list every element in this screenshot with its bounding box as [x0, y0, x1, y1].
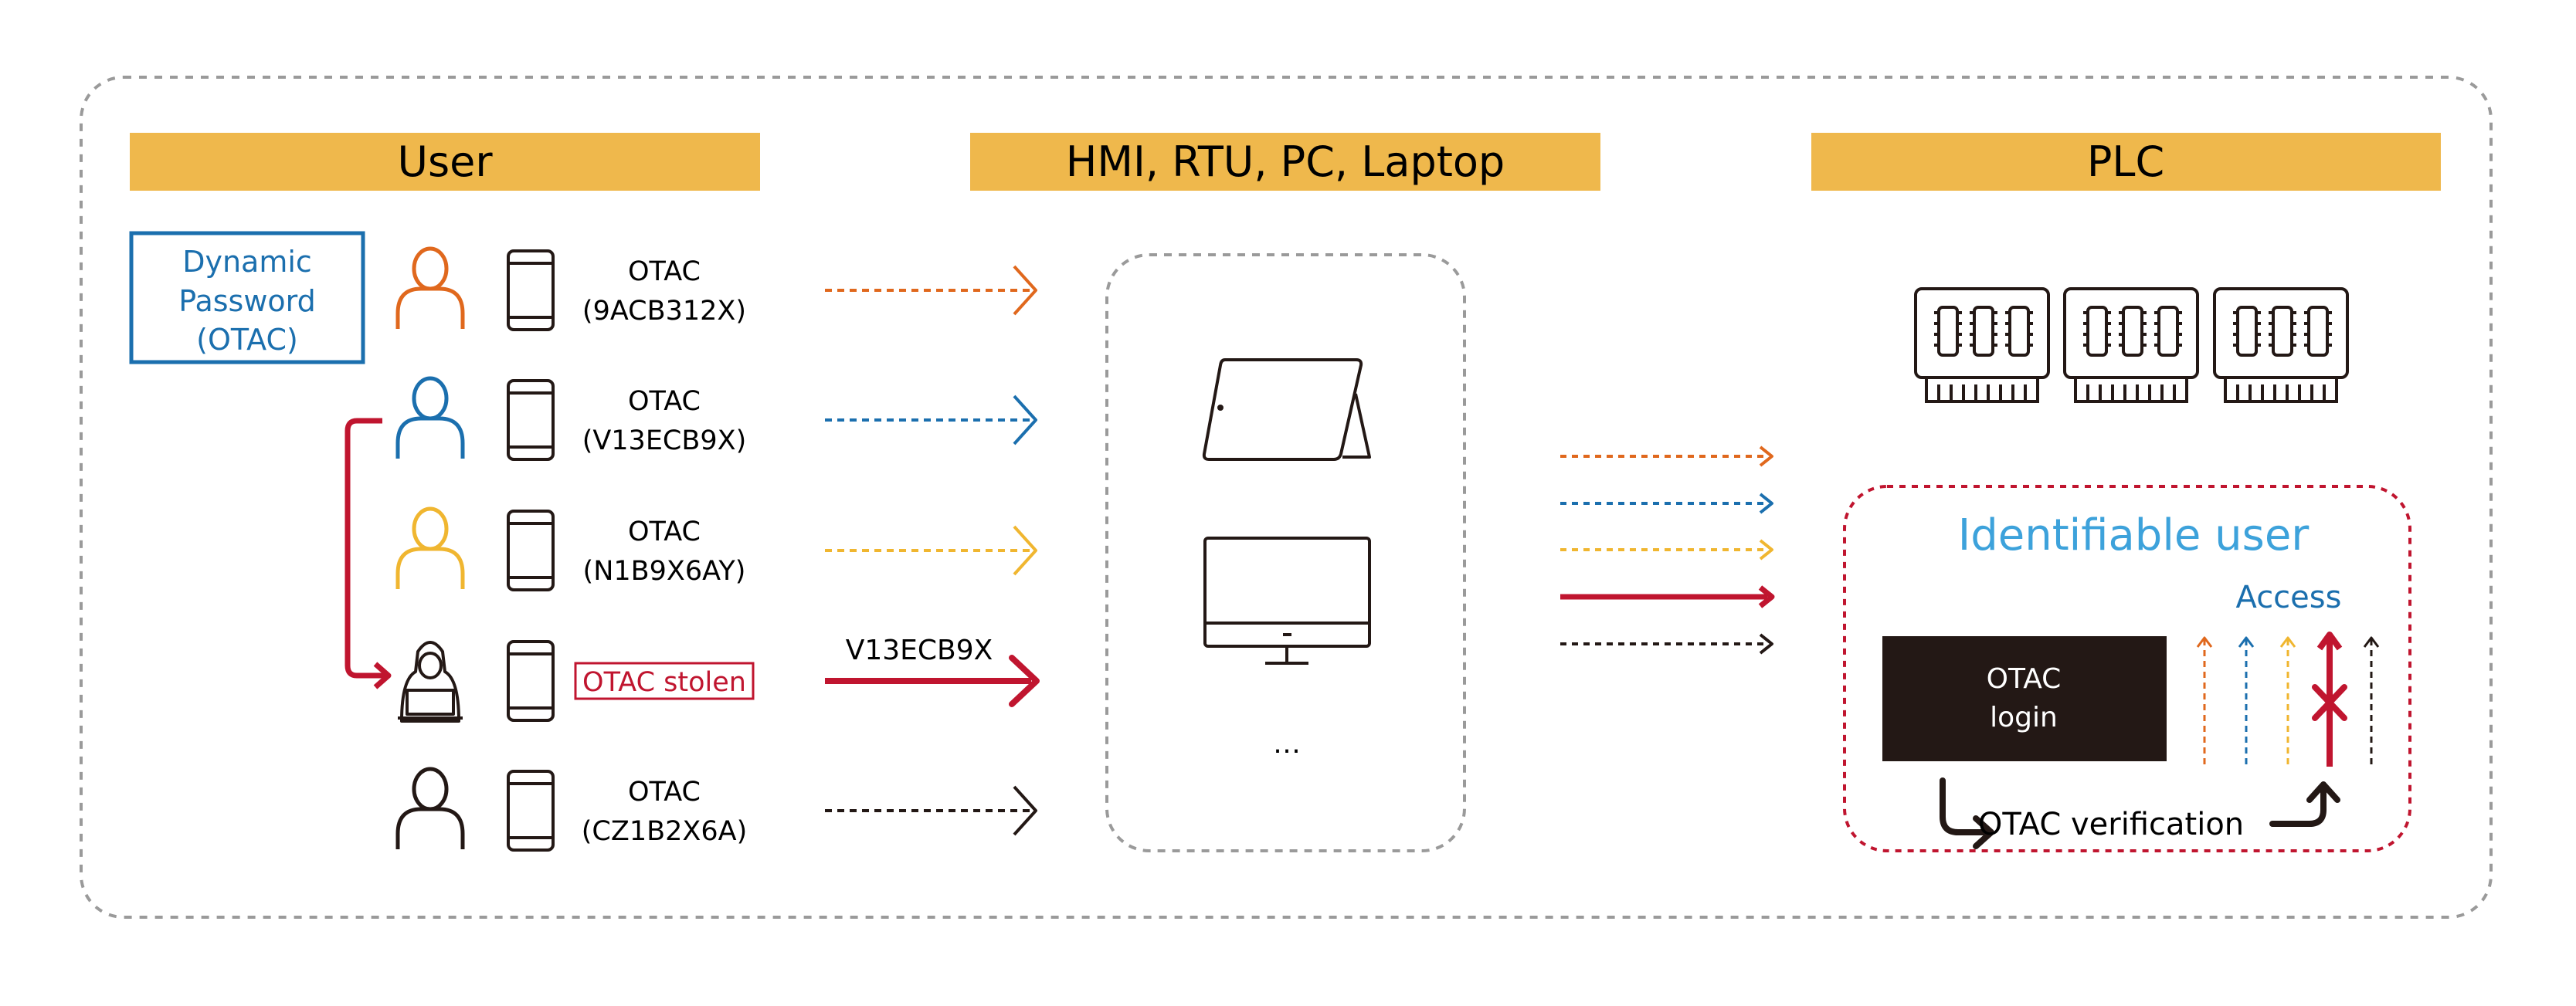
header-plc: PLC [1811, 133, 2441, 191]
plc-module-icon [2063, 287, 2199, 403]
user-to-device-arrow [825, 525, 1037, 576]
hacker-icon [398, 641, 463, 723]
phone-icon [507, 379, 555, 461]
attacker-row: OTAC stolen V13ECB9X [398, 635, 1040, 723]
identifiable-user-title: Identifiable user [1958, 510, 2310, 561]
user-to-device-arrow [825, 785, 1037, 836]
otac-login-line-1: OTAC [1987, 663, 2062, 695]
device-ellipsis: … [1273, 728, 1301, 760]
theft-bracket-arrow [344, 418, 386, 679]
person-icon [395, 767, 465, 849]
legend-dynamic-password: Dynamic Password (OTAC) [129, 231, 365, 364]
otac-login-box: OTAC login [1882, 636, 2167, 761]
legend-line-1: Dynamic [182, 245, 312, 279]
user-row: OTAC (CZ1B2X6A) [395, 767, 1037, 852]
stolen-code-label: V13ECB9X [846, 635, 993, 666]
otac-verification-label: OTAC verification [1978, 807, 2244, 842]
access-arrow [2238, 636, 2255, 764]
monitor-icon [1203, 537, 1371, 665]
legend-line-2: Password [178, 284, 316, 318]
otac-label: OTAC [628, 777, 701, 808]
outer-frame [80, 76, 2493, 919]
blocked-access-arrow [2312, 632, 2347, 767]
blocked-cross-icon [2312, 684, 2347, 721]
user-rows: OTAC (9ACB312X) OTAC (V13ECB9X) OTAC (N1B9X6A… [395, 246, 1040, 852]
plc-arrow [1560, 633, 1773, 655]
plc-module-icon [2213, 287, 2349, 403]
plc-arrow [1560, 445, 1773, 467]
person-icon [395, 246, 465, 329]
access-arrows [2196, 632, 2380, 767]
access-arrow [2363, 636, 2380, 764]
phone-icon [507, 249, 555, 331]
otac-label: OTAC [628, 386, 701, 417]
phone-icon [507, 770, 555, 852]
otac-label: OTAC [628, 256, 701, 287]
header-plc-label: PLC [2087, 137, 2164, 186]
user-to-device-arrow [825, 265, 1037, 316]
header-user-label: User [397, 137, 493, 186]
header-devices: HMI, RTU, PC, Laptop [970, 133, 1600, 191]
plc-module-icon [1914, 287, 2050, 403]
plc-arrow [1560, 539, 1773, 561]
plc-arrow [1560, 493, 1773, 514]
otac-code: (N1B9X6AY) [583, 556, 746, 587]
user-row: OTAC (N1B9X6AY) [395, 506, 1037, 591]
user-to-device-arrow [825, 395, 1037, 445]
otac-code: (V13ECB9X) [582, 425, 747, 456]
verification-arrow-right [2269, 781, 2340, 827]
verification-arrow-left [1940, 777, 1994, 849]
plc-arrow [1560, 585, 1775, 608]
access-label: Access [2236, 580, 2342, 615]
header-devices-label: HMI, RTU, PC, Laptop [1066, 137, 1505, 186]
otac-label: OTAC [628, 517, 701, 547]
legend-line-3: (OTAC) [196, 323, 298, 357]
phone-icon [507, 640, 555, 722]
person-icon [395, 506, 465, 589]
otac-login-line-2: login [1990, 702, 2058, 733]
access-arrow [2196, 636, 2213, 764]
identifiable-user-box [1843, 485, 2411, 852]
user-to-device-arrow: V13ECB9X [825, 635, 1040, 707]
user-row: OTAC (9ACB312X) [395, 246, 1037, 331]
user-row: OTAC (V13ECB9X) [395, 376, 1037, 461]
otac-stolen-badge [574, 662, 755, 700]
theft-bracket-arrowhead [373, 662, 392, 689]
device-to-plc-arrows [1560, 445, 1775, 655]
access-arrow [2279, 636, 2296, 764]
otac-code: (CZ1B2X6A) [582, 816, 747, 847]
otac-stolen-label: OTAC stolen [582, 667, 746, 698]
phone-icon [507, 510, 555, 591]
otac-code: (9ACB312X) [582, 296, 746, 327]
plc-modules [1914, 287, 2349, 403]
person-icon [395, 376, 465, 459]
header-user: User [130, 133, 760, 191]
device-container [1105, 253, 1466, 852]
tablet-icon [1202, 358, 1371, 461]
